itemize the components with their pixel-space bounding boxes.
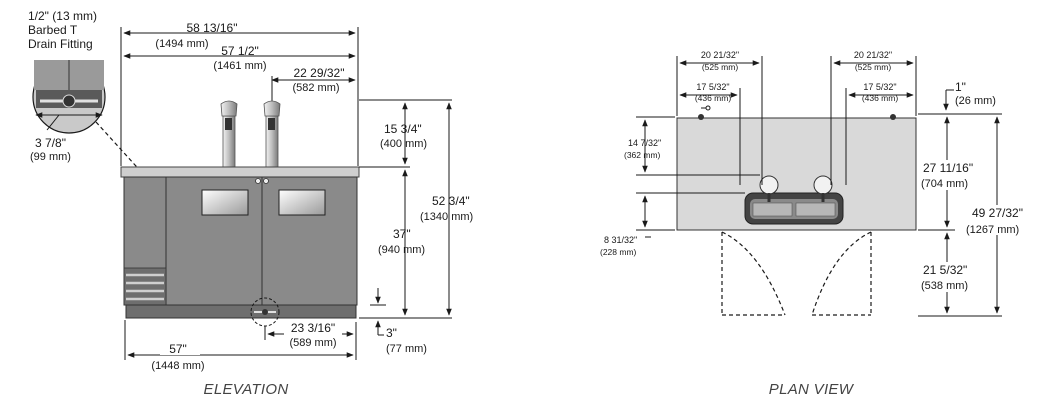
drain-detail-magnifier <box>32 60 106 134</box>
door-swing-mm: (538 mm) <box>921 280 968 292</box>
overall-width-label: 58 13/16" <box>187 21 238 35</box>
elevation-view: 1/2" (13 mm) Barbed T Drain Fitting 3 7/… <box>28 9 473 398</box>
overall-depth-mm: (1267 mm) <box>966 224 1019 236</box>
left-outer-label: 20 21/32" <box>701 50 739 60</box>
tower-height-label: 15 3/4" <box>384 122 422 136</box>
drain-offset-mm: (589 mm) <box>289 337 336 349</box>
drain-size-label: 3 7/8" <box>35 136 66 150</box>
body-width-label: 57 1/2" <box>221 44 259 58</box>
faucet-right <box>813 175 833 195</box>
left-inner-mm: (436 mm) <box>695 93 732 103</box>
tower-offset-mm: (582 mm) <box>292 82 339 94</box>
vent-grille <box>123 267 167 306</box>
door-swing-left <box>721 231 786 316</box>
drip-offset-mm: (228 mm) <box>600 247 637 257</box>
left-inner-label: 17 5/32" <box>696 82 729 92</box>
base-width-mm: (1448 mm) <box>151 360 204 372</box>
total-height-label: 52 3/4" <box>432 194 470 208</box>
base-width-label: 57" <box>169 342 187 356</box>
cabinet-base <box>125 304 357 319</box>
right-outer-mm: (525 mm) <box>855 62 892 72</box>
cabinet-top-plate <box>120 166 360 178</box>
beer-tower-left <box>220 100 238 169</box>
beer-tower-right <box>263 100 281 169</box>
depth-mm: (704 mm) <box>921 178 968 190</box>
drip-offset-label: 8 31/32" <box>604 235 637 245</box>
drain-fitting-label: 1/2" (13 mm) Barbed T Drain Fitting <box>28 9 100 51</box>
leg-height-mm: (77 mm) <box>386 343 427 355</box>
left-outer-mm: (525 mm) <box>702 62 739 72</box>
leg-height-label: 3" <box>386 326 397 340</box>
right-inner-mm: (436 mm) <box>862 93 899 103</box>
door-swing-right <box>811 231 872 316</box>
tower-depth-label: 14 7/32" <box>628 138 661 148</box>
plan-view: 20 21/32" (525 mm) 17 5/32" (436 mm) 20 … <box>600 50 1027 398</box>
drip-tray <box>744 192 844 225</box>
drain-size-mm: (99 mm) <box>30 151 71 163</box>
plan-view-caption: PLAN VIEW <box>769 381 855 398</box>
overall-width-mm: (1494 mm) <box>155 38 208 50</box>
overall-depth-label: 49 27/32" <box>972 206 1023 220</box>
right-outer-label: 20 21/32" <box>854 50 892 60</box>
depth-label: 27 11/16" <box>923 161 973 175</box>
top-offset-mm: (26 mm) <box>955 95 996 107</box>
top-offset-label: 1" <box>955 80 966 94</box>
body-height-label: 37" <box>393 227 411 241</box>
tower-height-mm: (400 mm) <box>380 138 427 150</box>
total-height-mm: (1340 mm) <box>420 211 473 223</box>
right-inner-label: 17 5/32" <box>863 82 896 92</box>
body-width-mm: (1461 mm) <box>213 60 266 72</box>
tower-offset-label: 22 29/32" <box>294 66 345 80</box>
body-height-mm: (940 mm) <box>378 244 425 256</box>
door-window-left <box>201 189 249 216</box>
door-window-right <box>278 189 326 216</box>
tower-depth-mm: (362 mm) <box>624 150 661 160</box>
faucet-left <box>759 175 779 195</box>
drain-offset-label: 23 3/16" <box>291 321 335 335</box>
door-swing-label: 21 5/32" <box>923 263 967 277</box>
elevation-caption: ELEVATION <box>204 381 289 398</box>
